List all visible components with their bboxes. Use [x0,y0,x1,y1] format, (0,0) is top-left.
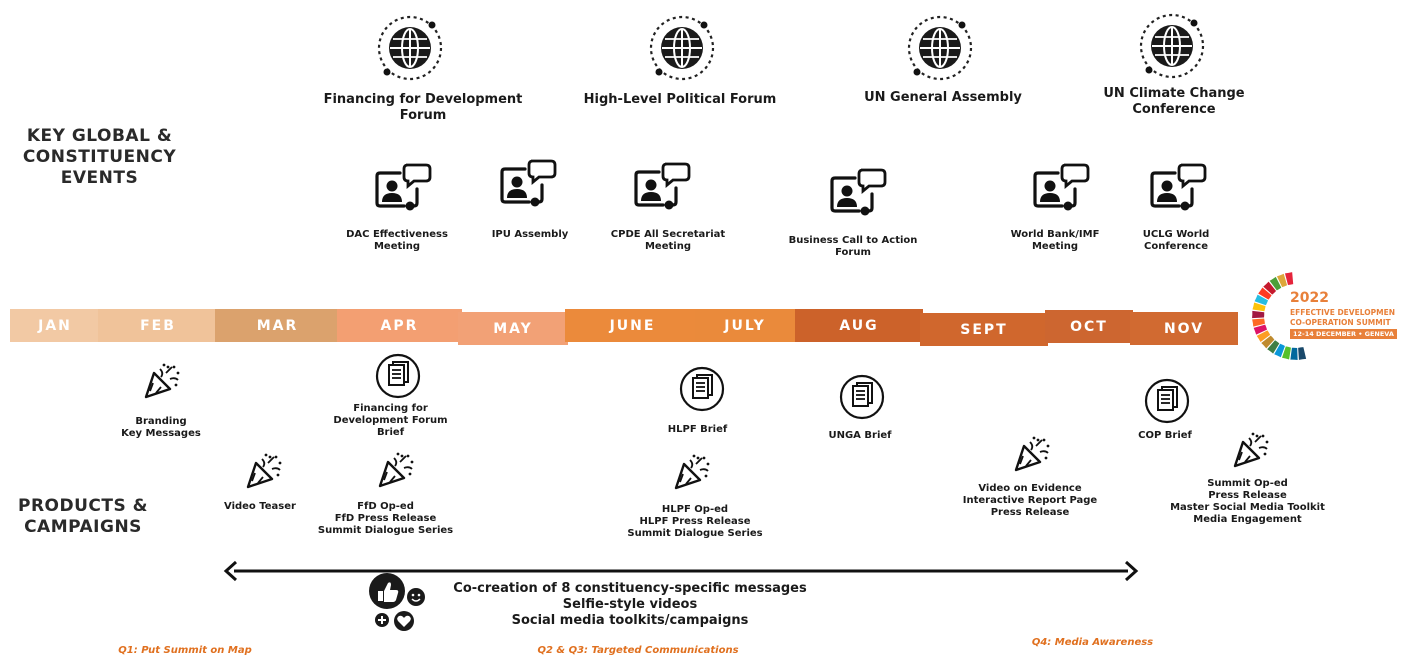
video-call-icon [500,159,557,207]
ongoing-campaign-text: Co-creation of 8 constituency-specific m… [453,581,807,628]
brief-label-unga: UNGA Brief [828,430,892,441]
meeting-label-ipu: IPU Assembly [491,229,569,240]
brief-label-hlpf: HLPF Brief [667,424,728,435]
month-label: JULY [724,317,766,334]
video-call-icon [1150,163,1207,211]
event-label-hlpf: High-Level Political Forum [583,92,777,107]
month-jan: JAN [10,309,100,342]
brief-label-ffd: Financing for Development Forum Brief [333,403,448,438]
party-popper-icon [1233,432,1269,468]
month-label: MAR [256,317,299,334]
month-feb: FEB [98,309,218,342]
video-call-icon [1033,163,1090,211]
meeting-label-worldbank: World Bank/IMF Meeting [1010,229,1100,252]
document-icon [839,374,885,420]
logo-line-2: CO-OPERATION SUMMIT [1290,318,1391,327]
plus-icon [375,613,389,627]
event-label-ffd: Financing for Development Forum [323,92,523,123]
thumbs-up-icon [369,573,405,609]
quarter-label-q4: Q4: Media Awareness [1031,637,1154,648]
party-popper-icon [378,452,414,488]
month-label: JUNE [609,317,656,334]
party-popper-icon [1014,436,1050,472]
event-label-unga: UN General Assembly [864,90,1022,105]
campaign-label-branding: Branding Key Messages [121,416,201,439]
month-june: JUNE [565,309,700,342]
month-label: APR [380,317,419,334]
month-may: MAY [458,312,568,345]
month-july: JULY [695,309,795,342]
summit-logo: 2022 EFFECTIVE DEVELOPMEN CO-OPERATION S… [1252,268,1411,364]
month-label: OCT [1070,318,1108,335]
social-icons-cluster [369,573,425,631]
event-label-cop: UN Climate Change Conference [1103,86,1245,117]
logo-dates: 12-14 DECEMBER • GENEVA [1290,329,1397,339]
month-label: MAY [493,320,533,337]
party-popper-icon [674,454,710,490]
quarter-label-q1: Q1: Put Summit on Map [118,645,252,656]
globe-icon [907,15,973,81]
logo-line-1: EFFECTIVE DEVELOPMEN [1290,308,1395,317]
meeting-label-uclg: UCLG World Conference [1142,229,1210,252]
heart-icon [394,611,414,631]
brief-label-cop: COP Brief [1138,430,1192,441]
document-icon [679,366,725,412]
logo-year: 2022 [1290,290,1329,306]
video-call-icon [634,162,691,210]
campaign-label-summit: Summit Op-ed Press Release Master Social… [1170,478,1325,525]
month-mar: MAR [215,309,340,342]
meeting-label-business: Business Call to Action Forum [788,235,918,258]
month-oct: OCT [1045,310,1133,343]
globe-icon [1139,13,1205,79]
month-label: NOV [1163,320,1205,337]
month-apr: APR [337,309,462,342]
globe-icon [377,15,443,81]
month-label: AUG [839,317,879,334]
campaign-label-hlpf: HLPF Op-ed HLPF Press Release Summit Dia… [627,504,763,539]
meeting-label-cpde: CPDE All Secretariat Meeting [610,229,726,252]
month-label: FEB [140,317,176,334]
month-nov: NOV [1130,312,1238,345]
month-sept: SEPT [920,313,1048,346]
video-call-icon [375,163,432,211]
month-label: SEPT [960,321,1008,338]
globe-icon [649,15,715,81]
sdg-wheel-icon [1252,272,1307,360]
campaign-label-evidence: Video on Evidence Interactive Report Pag… [962,483,1098,518]
meeting-label-dac: DAC Effectiveness Meeting [346,229,448,252]
month-aug: AUG [795,309,923,342]
events-section-title: KEY GLOBAL & CONSTITUENCY EVENTS [22,126,177,188]
document-icon [375,353,421,399]
quarter-label-q2q3: Q2 & Q3: Targeted Communications [537,645,739,656]
products-section-title: PRODUCTS & CAMPAIGNS [18,496,148,537]
party-popper-icon [246,453,282,489]
campaign-period-arrow [223,560,1139,582]
month-label: JAN [38,317,72,334]
video-call-icon [830,168,887,216]
campaign-label-video-teaser: Video Teaser [224,501,296,512]
party-popper-icon [144,363,180,399]
smiley-icon [407,588,425,606]
document-icon [1144,378,1190,424]
campaign-label-ffd: FfD Op-ed FfD Press Release Summit Dialo… [317,501,454,536]
